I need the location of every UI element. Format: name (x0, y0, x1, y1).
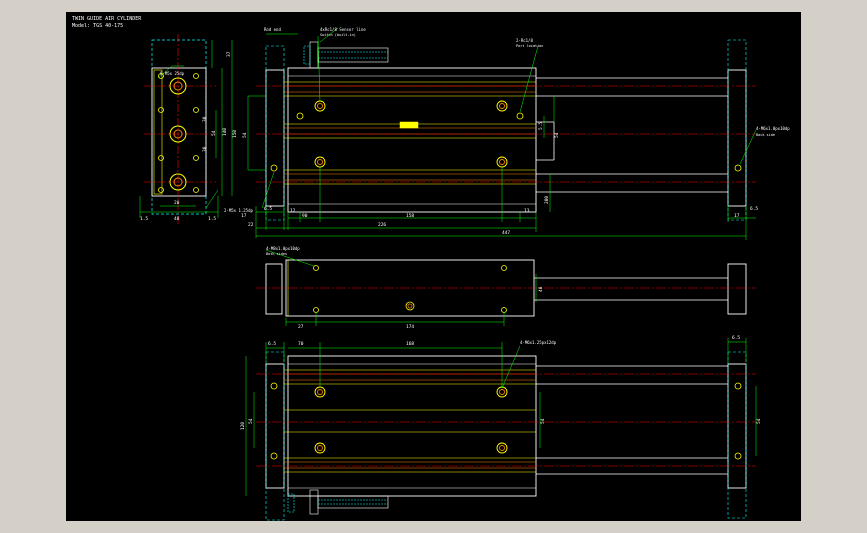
front-dim-d9: 447 (502, 230, 510, 236)
end-dim-side-inner: 140 (222, 128, 228, 136)
front-nameplate (399, 121, 419, 129)
front-right-hidden-plate (727, 39, 747, 221)
front-dim-d5: 158 (406, 213, 414, 219)
end-view-plate (153, 69, 163, 195)
bottom-dim-c: 168 (406, 341, 414, 347)
front-dim-h2b: 54 (554, 132, 560, 138)
end-view: 37 150 140 54 30 30 20 48 1.5 1.5 8-M5x … (139, 34, 253, 224)
end-view-large-bores (169, 77, 187, 191)
end-dim-gap-l: 1.5 (140, 216, 148, 222)
end-view-body (151, 67, 207, 197)
end-dim-gap-r: 1.5 (208, 216, 216, 222)
end-callout-bolt: 8-M5x 25dp (160, 71, 185, 76)
end-dim-side-outer: 150 (232, 130, 238, 138)
cad-drawing-canvas: TWIN GUIDE AIR CYLINDER Model: TGS 40-17… (72, 16, 790, 521)
bottom-right-plate (727, 363, 747, 489)
end-dim-inner: 20 (174, 200, 180, 206)
front-right-end-plate (727, 69, 747, 207)
end-dim-w2: 30 (202, 146, 208, 152)
front-main-body (287, 67, 537, 213)
end-dim-top: 37 (226, 51, 232, 57)
bottom-dim-h-left: 120 (240, 422, 246, 430)
front-dim-d6: 13 (524, 208, 530, 214)
front-callout-piston: 2-Rc1/8 (516, 38, 533, 43)
bottom-dim-b: 70 (298, 341, 304, 347)
bottom-callout-tap: 4-M6x1.25px12dp (520, 340, 557, 345)
bottom-right-hidden-plate (727, 351, 747, 519)
front-dim-d1: 6.5 (264, 206, 272, 212)
middle-dim-c: 40 (538, 286, 544, 292)
front-dim-d4: 90 (302, 213, 308, 219)
middle-callout-tap: 4-M8x1.0px10dp (266, 246, 300, 251)
front-dim-d7: 22 (248, 222, 254, 228)
bottom-dim-h-right: 54 (540, 418, 546, 424)
front-left-end-plate (265, 69, 285, 207)
bottom-holes (270, 382, 742, 460)
bottom-left-plate (265, 363, 285, 489)
middle-callout-tap-note: Both sides (266, 252, 287, 256)
front-callout-port-note: Switch (built-in) (320, 33, 356, 37)
bottom-dim-h-mid: 54 (248, 418, 254, 424)
front-dim-d11: 6.5 (750, 206, 758, 212)
front-top-bolt (303, 41, 389, 69)
front-view: 6.5 17 12 90 158 13 22 226 447 17 6.5 54… (241, 27, 790, 240)
front-callout-rod-end: Rod end (264, 27, 281, 32)
bottom-bolt (287, 489, 389, 515)
middle-dim-b: 174 (406, 324, 414, 330)
front-dim-d10: 17 (734, 213, 740, 219)
middle-left-plate (265, 263, 283, 315)
end-dim-width: 48 (174, 216, 180, 222)
front-dim-h2: 5.5 (538, 122, 544, 130)
middle-right-plate (727, 263, 747, 315)
drawing-model: Model: TGS 40-175 (72, 23, 123, 29)
front-left-hidden-plate (265, 45, 285, 221)
bottom-dim-a: 6.5 (268, 341, 276, 347)
front-callout-piston-note: Port location (516, 44, 543, 48)
bottom-body (287, 355, 537, 497)
front-dim-d2: 17 (241, 213, 247, 219)
end-callout-tap: 2-M5x 1.25dp (224, 208, 253, 213)
front-dim-h3: 200 (544, 196, 550, 204)
end-view-small-holes (158, 73, 199, 193)
front-callout-mount-note: Back side (756, 133, 775, 137)
front-callout-port: 4xRc1/8 Sensor line (320, 27, 366, 32)
end-dim-side-mid: 54 (211, 130, 217, 136)
front-mount-holes (270, 100, 742, 172)
bottom-view: 6.5 70 168 6.5 120 54 54 54 4-M6x1.25px1… (240, 335, 762, 521)
front-dim-d3: 12 (290, 208, 296, 214)
front-dim-h1: 54 (242, 132, 248, 138)
end-dim-w1: 30 (202, 116, 208, 122)
front-callout-mount: 4-M6x1.0px10dp (756, 126, 790, 131)
drawing-title: TWIN GUIDE AIR CYLINDER (72, 16, 142, 22)
bottom-dim-d: 6.5 (732, 335, 740, 341)
bottom-dim-h-right2: 54 (756, 418, 762, 424)
middle-holes (313, 265, 507, 313)
middle-dim-a: 27 (298, 324, 304, 330)
front-dim-d8: 226 (378, 222, 386, 228)
middle-view: 27 174 40 4-M8x1.0px10dp Both sides (256, 246, 756, 330)
bottom-left-hidden-plate (265, 351, 285, 521)
cad-drawing-viewport[interactable]: TWIN GUIDE AIR CYLINDER Model: TGS 40-17… (66, 12, 801, 521)
